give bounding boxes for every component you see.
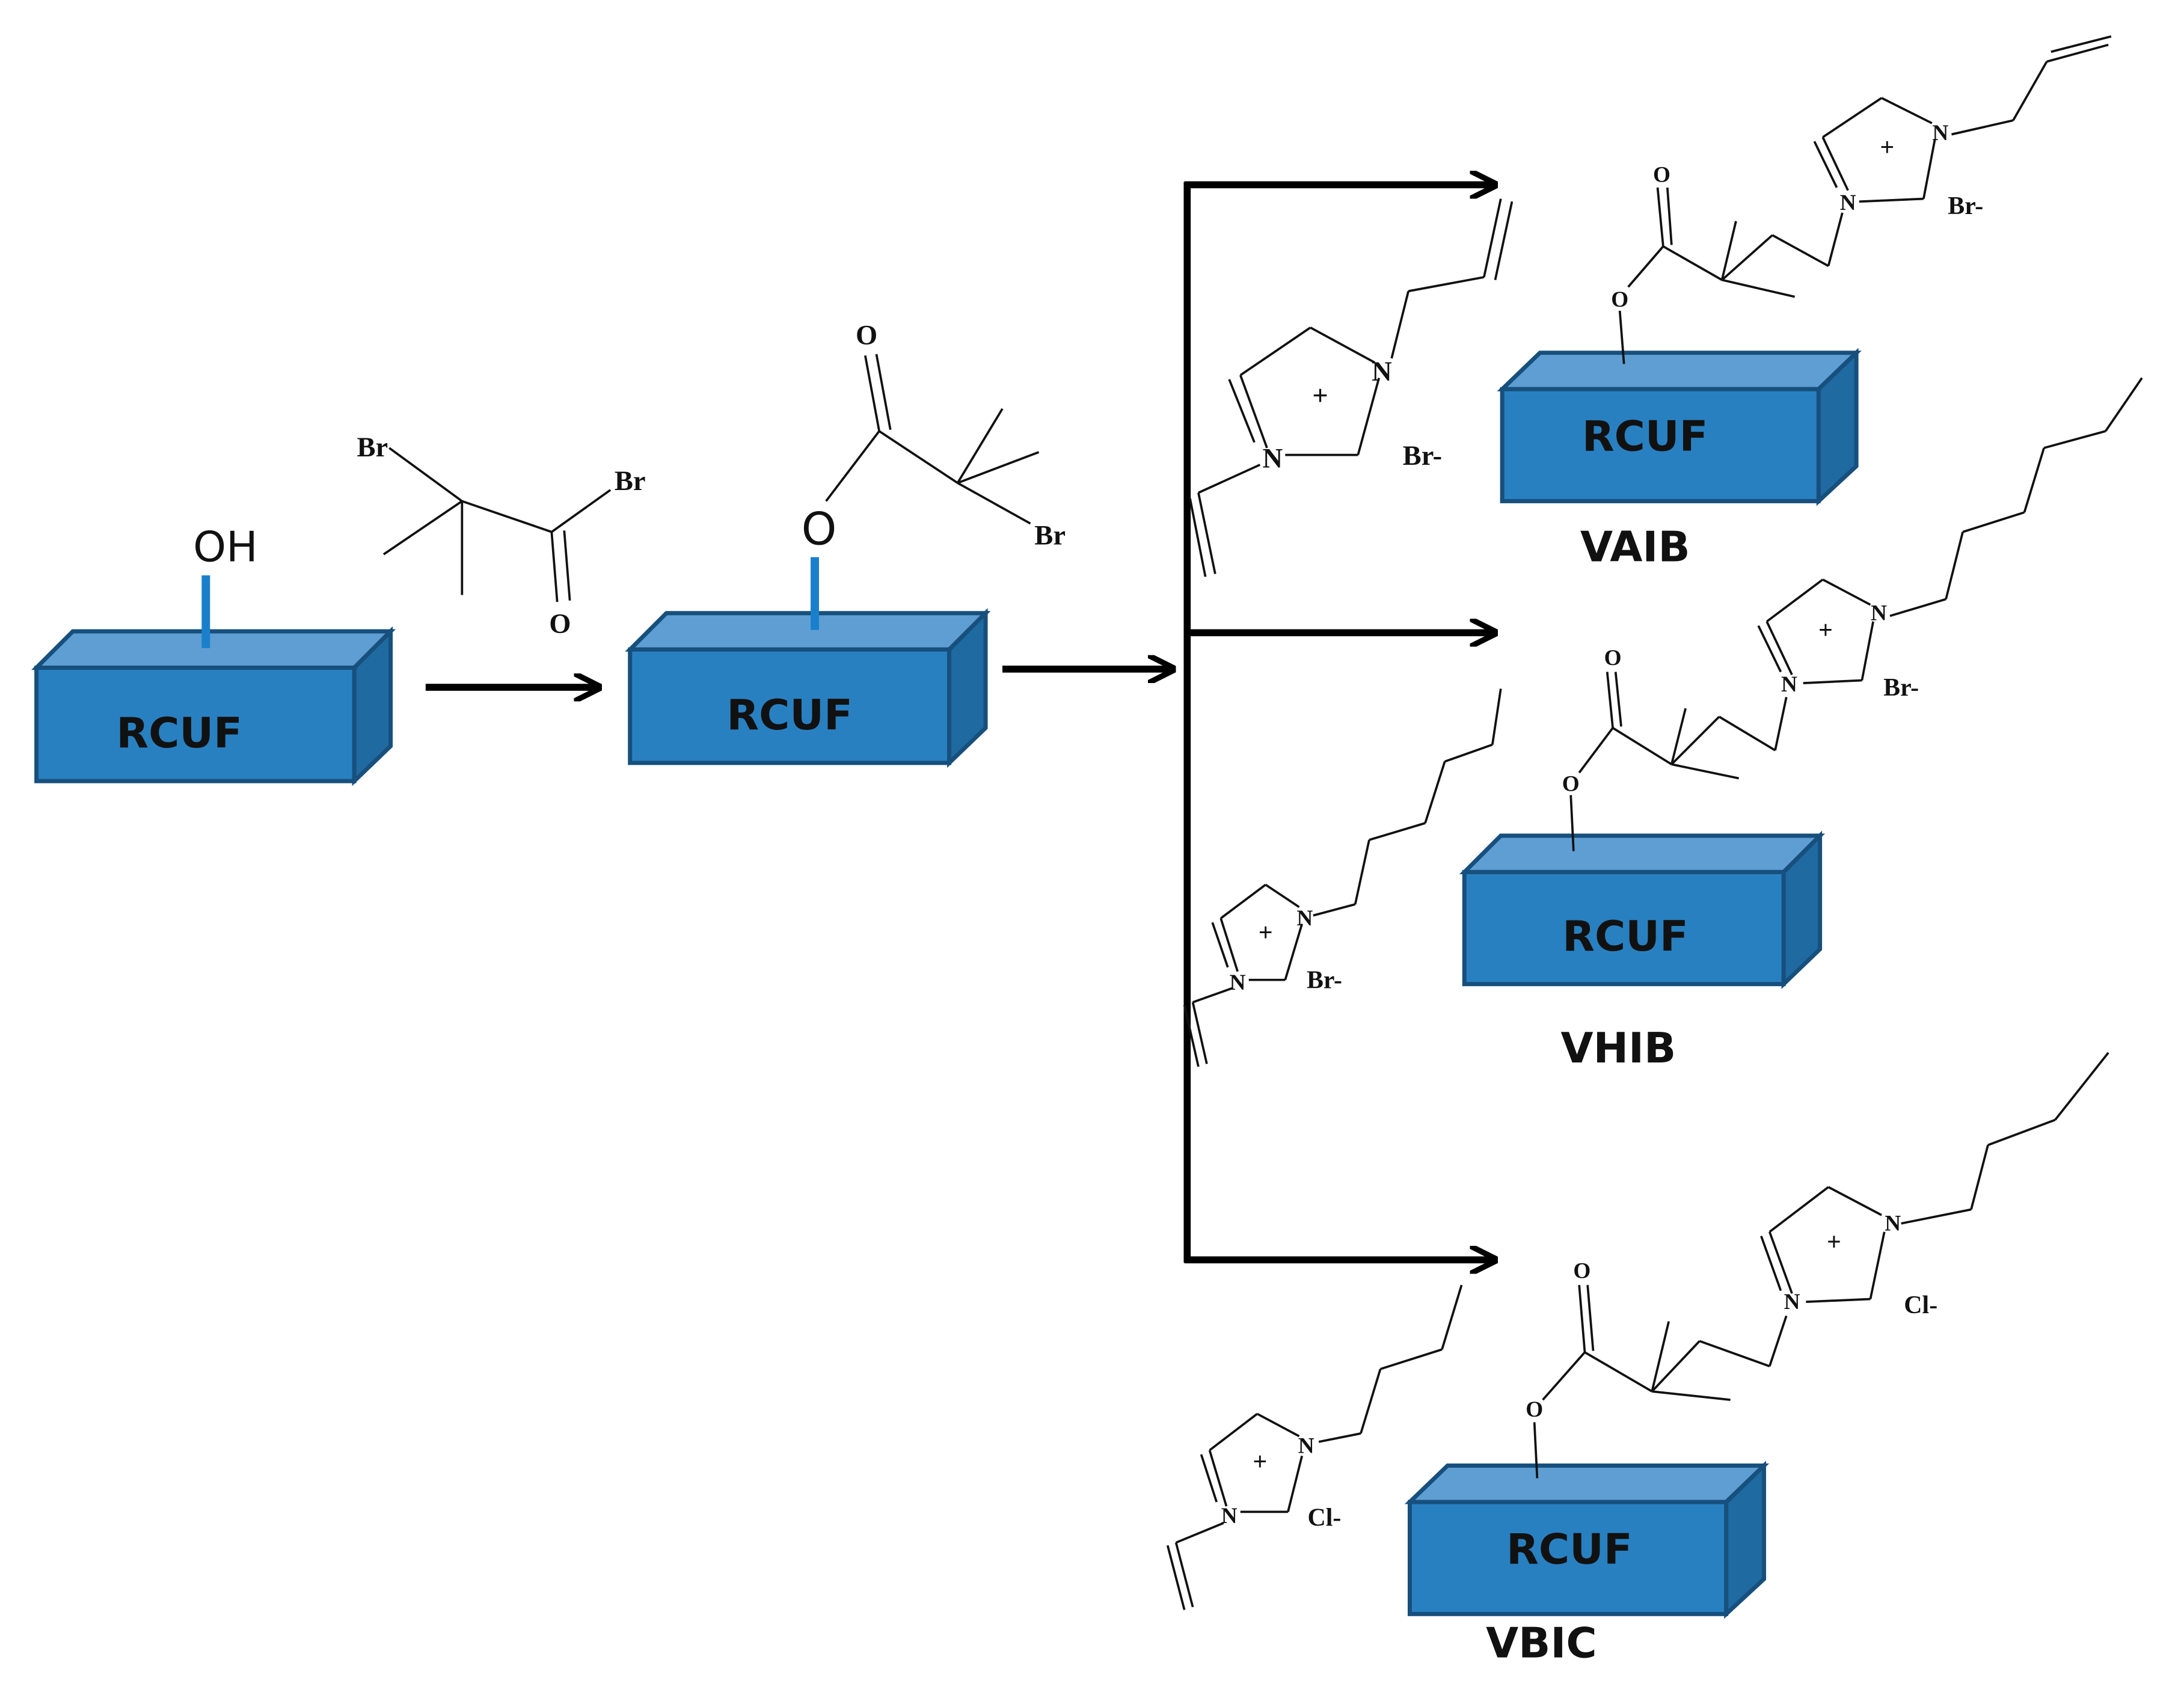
vbic-anion: Cl- xyxy=(1904,1292,1937,1319)
rcuf-box-vhib: RCUF xyxy=(1459,830,1826,989)
vhib-o-carbonyl: O xyxy=(1604,646,1622,670)
vbic-plus: + xyxy=(1827,1228,1841,1256)
m3-n-1: N xyxy=(1298,1434,1314,1459)
rcuf-box-start: RCUF xyxy=(31,626,396,786)
rcuf-label-vaib: RCUF xyxy=(1582,412,1708,461)
m1-n-2: N xyxy=(1263,444,1283,474)
vhib-plus: + xyxy=(1818,617,1833,645)
vhib-grafted-chain xyxy=(1569,377,2143,851)
vbic-o-carbonyl: O xyxy=(1573,1259,1590,1284)
m1-anion: Br- xyxy=(1403,441,1442,471)
product-name-vaib: VAIB xyxy=(1580,523,1690,572)
rcuf-label-vbic: RCUF xyxy=(1506,1525,1632,1574)
rcuf-label-start: RCUF xyxy=(116,709,242,758)
m2-anion: Br- xyxy=(1307,967,1342,995)
m3-plus: + xyxy=(1253,1448,1267,1476)
vbic-n-1: N xyxy=(1885,1211,1901,1236)
vaib-plus: + xyxy=(1880,133,1894,161)
m3-n-2: N xyxy=(1221,1504,1238,1528)
monomer-allyl-imidazolium xyxy=(1189,198,1514,577)
monomer-butyl-imidazolium xyxy=(1166,1284,1463,1610)
rcuf-label-initiator: RCUF xyxy=(726,691,852,740)
vaib-n-2: N xyxy=(1840,191,1856,215)
vaib-o-ester: O xyxy=(1611,287,1628,312)
vhib-n-2: N xyxy=(1781,672,1797,697)
monomer-hexyl-imidazolium xyxy=(1183,688,1502,1067)
initiator-br: Br xyxy=(1034,521,1066,551)
m2-n-2: N xyxy=(1230,970,1246,995)
vhib-n-1: N xyxy=(1871,601,1887,625)
vbic-o-ester: O xyxy=(1526,1397,1543,1422)
m1-n-1: N xyxy=(1372,357,1392,387)
reagent-br-1: Br xyxy=(357,432,388,463)
rcuf-box-initiator: RCUF xyxy=(625,608,991,768)
reagent-o: O xyxy=(549,608,571,639)
hydroxyl-group: OH xyxy=(193,523,257,572)
vhib-anion: Br- xyxy=(1883,674,1919,702)
product-name-vhib: VHIB xyxy=(1561,1024,1676,1073)
ester-oxygen-large: O xyxy=(802,503,837,556)
m2-plus: + xyxy=(1259,919,1273,946)
rcuf-box-vbic: RCUF xyxy=(1404,1460,1770,1619)
reagent-br-2: Br xyxy=(615,466,646,497)
vaib-anion: Br- xyxy=(1948,192,1983,220)
m1-plus: + xyxy=(1312,381,1328,411)
initiator-structure xyxy=(825,354,1040,525)
reagent-bromoisobutyryl-bromide xyxy=(382,447,612,602)
vaib-n-1: N xyxy=(1932,121,1948,146)
vbic-n-2: N xyxy=(1784,1290,1800,1314)
m2-n-1: N xyxy=(1296,906,1313,931)
m3-anion: Cl- xyxy=(1308,1504,1342,1532)
product-name-vbic: VBIC xyxy=(1486,1619,1597,1667)
initiator-o: O xyxy=(856,320,877,351)
vaib-grafted-chain xyxy=(1618,35,2112,364)
vhib-o-ester: O xyxy=(1562,771,1580,796)
branch-bracket xyxy=(1183,182,1492,1263)
vbic-grafted-chain xyxy=(1533,1052,2109,1479)
rcuf-box-vaib: RCUF xyxy=(1497,348,1862,506)
vaib-o-carbonyl: O xyxy=(1653,163,1670,188)
rcuf-label-vhib: RCUF xyxy=(1562,912,1688,961)
